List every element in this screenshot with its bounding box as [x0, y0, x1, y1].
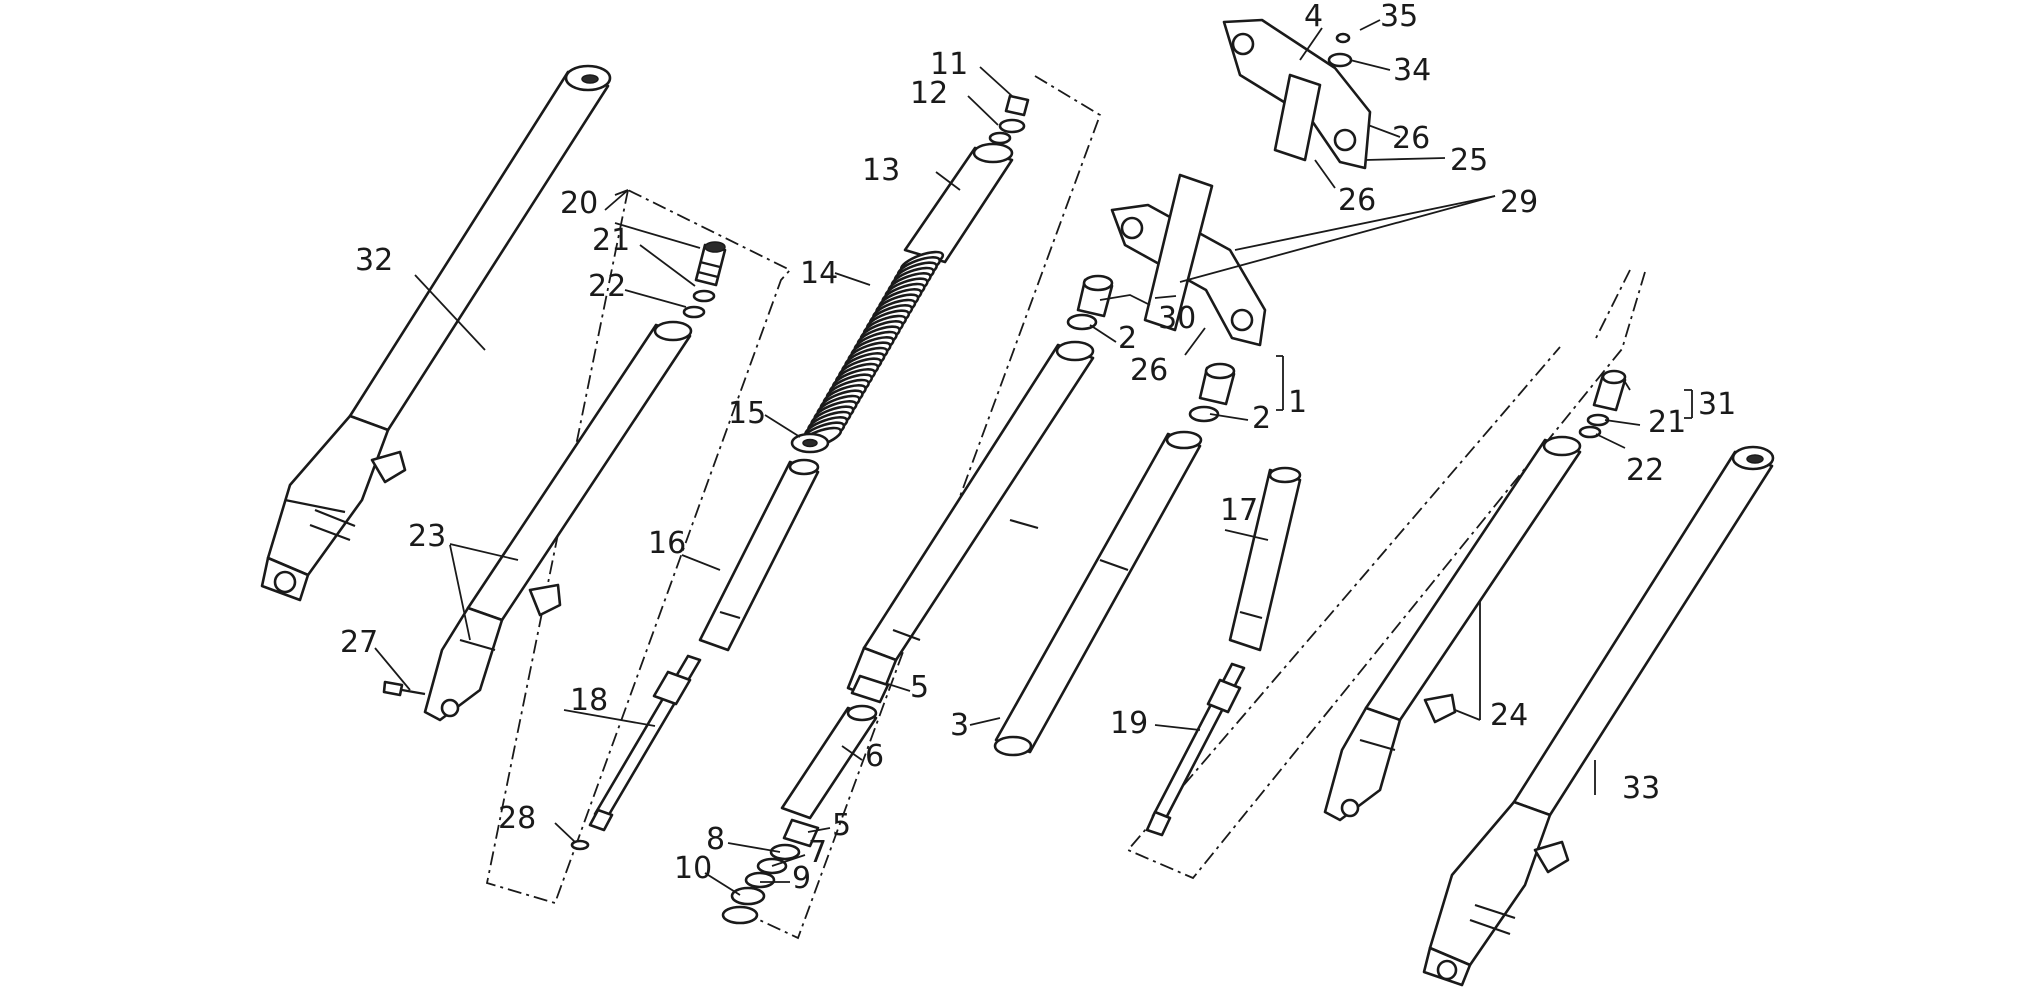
callout-9: 9 [792, 861, 811, 896]
callout-23: 23 [408, 519, 446, 554]
callout-29: 29 [1500, 185, 1538, 220]
spacer-parts-11-13 [903, 94, 1030, 264]
callout-10: 10 [674, 851, 712, 886]
spring-14 [797, 250, 945, 450]
callout-21: 21 [1648, 405, 1686, 440]
callout-19: 19 [1110, 706, 1148, 741]
outer-tube-24 [1323, 435, 1582, 822]
callout-18: 18 [570, 683, 608, 718]
callout-22: 22 [588, 269, 626, 304]
callout-8: 8 [706, 822, 725, 857]
callout-3: 3 [950, 708, 969, 743]
callout-27: 27 [340, 625, 378, 660]
callout-34: 34 [1393, 53, 1431, 88]
lower-triple-clamp-29 [1110, 173, 1267, 347]
bushings-5-6 [780, 674, 890, 848]
cap-1 [1066, 274, 1236, 423]
callout-35: 35 [1380, 0, 1418, 34]
callout-7: 7 [808, 835, 827, 870]
assembly-boundaries [485, 75, 1646, 940]
callout-24: 24 [1490, 698, 1528, 733]
callout-25: 25 [1450, 143, 1488, 178]
callout-31: 31 [1698, 387, 1736, 422]
callout-17: 17 [1220, 493, 1258, 528]
tube-17 [1228, 466, 1302, 652]
callout-labels: 1 2 2 3 4 5 5 6 7 8 9 10 11 12 13 14 15 … [340, 0, 1736, 896]
fork-leg-32 [260, 64, 612, 602]
callout-5: 5 [832, 808, 851, 843]
seals-7-10 [721, 843, 801, 925]
callout-11: 11 [930, 47, 968, 82]
fork-leg-33 [1422, 445, 1775, 987]
damper-tube-16 [698, 458, 820, 652]
washer-15 [790, 432, 830, 454]
inner-tube-3-lower [993, 430, 1203, 757]
callout-2: 2 [1252, 401, 1271, 436]
callout-15: 15 [728, 396, 766, 431]
upper-triple-clamp-25 [1222, 18, 1372, 170]
callout-6: 6 [865, 739, 884, 774]
callout-30: 30 [1158, 301, 1196, 336]
stem-nut-34 [1327, 32, 1353, 68]
callout-28: 28 [498, 801, 536, 836]
callout-26: 26 [1338, 183, 1376, 218]
outer-tube-23 [423, 320, 693, 722]
callout-5: 5 [910, 670, 929, 705]
rod-19 [1145, 662, 1246, 837]
callout-1: 1 [1288, 385, 1307, 420]
damper-rod-18 [588, 654, 702, 832]
callout-20: 20 [560, 186, 598, 221]
callout-4: 4 [1304, 0, 1323, 34]
callout-12: 12 [910, 76, 948, 111]
callout-22: 22 [1626, 453, 1664, 488]
callout-14: 14 [800, 256, 838, 291]
callout-13: 13 [862, 153, 900, 188]
callout-26: 26 [1130, 353, 1168, 388]
callout-16: 16 [648, 526, 686, 561]
callout-33: 33 [1622, 771, 1660, 806]
screw-27 [382, 680, 426, 697]
cap-assembly-31 [1578, 369, 1627, 439]
cap-assembly-20 [682, 241, 727, 319]
leader-lines [374, 19, 1693, 896]
callout-32: 32 [355, 243, 393, 278]
washer-28 [570, 839, 590, 851]
callout-21: 21 [592, 223, 630, 258]
callout-2: 2 [1118, 321, 1137, 356]
callout-26: 26 [1392, 121, 1430, 156]
